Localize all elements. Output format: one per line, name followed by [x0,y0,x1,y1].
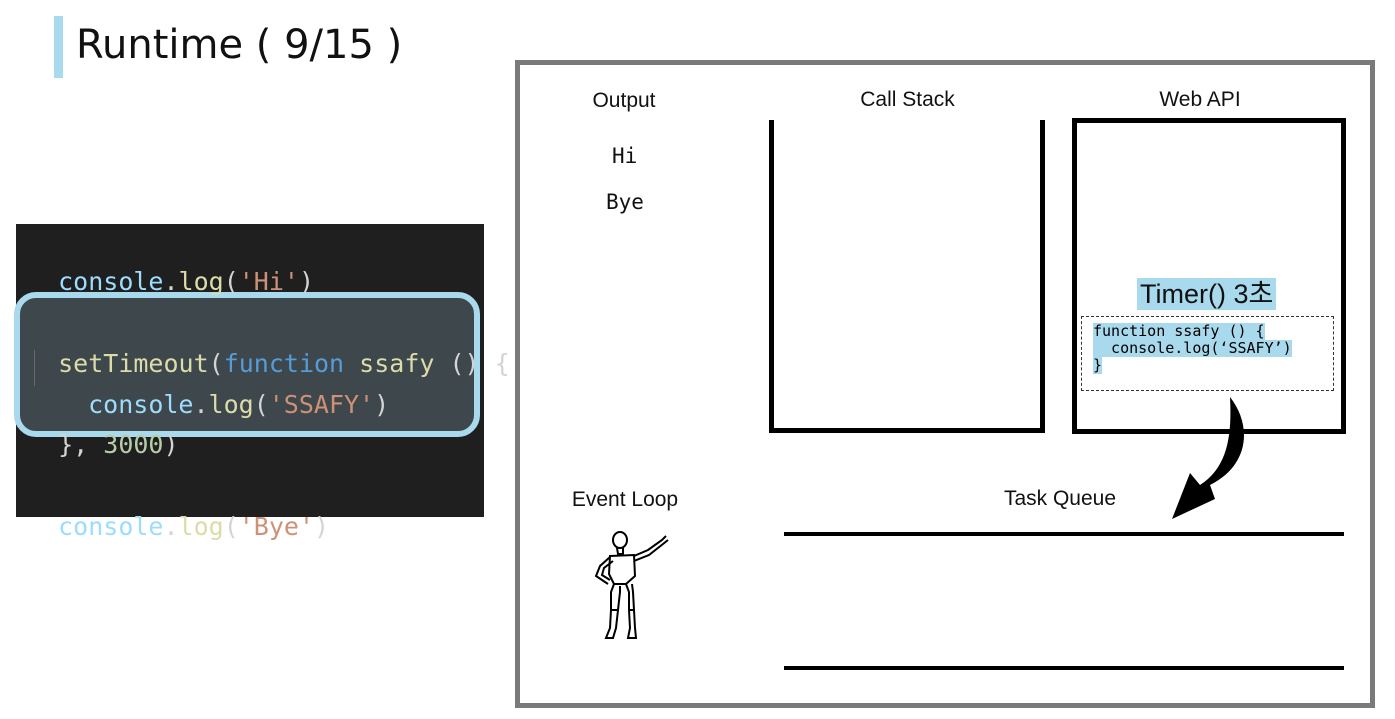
code-line-3: console.log('SSAFY') [88,390,390,419]
web-api-label: Web API [1159,88,1241,111]
task-queue-top-line [784,532,1344,536]
task-queue-label: Task Queue [1003,487,1117,510]
code-line-5: console.log('Bye') [58,512,330,541]
output-label: Output [592,89,656,112]
output-line-bye: Bye [606,190,644,214]
code-line-2: setTimeout(function ssafy () { [58,349,510,378]
mannequin-pointing-icon [594,531,669,639]
event-loop-label: Event Loop [571,488,679,511]
call-stack-label: Call Stack [860,88,955,111]
output-line-hi: Hi [612,144,638,168]
indent-guide [34,350,35,386]
timer-code-line-3: } [1093,356,1103,374]
code-line-4: }, 3000) [58,430,179,459]
timer-code-line-2: console.log(‘SSAFY’) [1093,339,1292,357]
timer-label: Timer() 3초 [1137,278,1277,310]
code-line-1: console.log('Hi') [58,267,315,296]
runtime-frame [515,60,1375,708]
task-queue-bottom-line [784,666,1344,670]
title-accent-bar [54,16,63,78]
slide-title: Runtime ( 9/15 ) [76,22,403,68]
web-api-container [1072,118,1346,434]
settimeout-highlight [14,292,480,437]
curved-arrow-icon [1172,397,1244,519]
timer-code-line-1: function ssafy () { [1093,322,1265,340]
timer-callback-box [1081,316,1334,391]
call-stack-container [769,120,1045,433]
